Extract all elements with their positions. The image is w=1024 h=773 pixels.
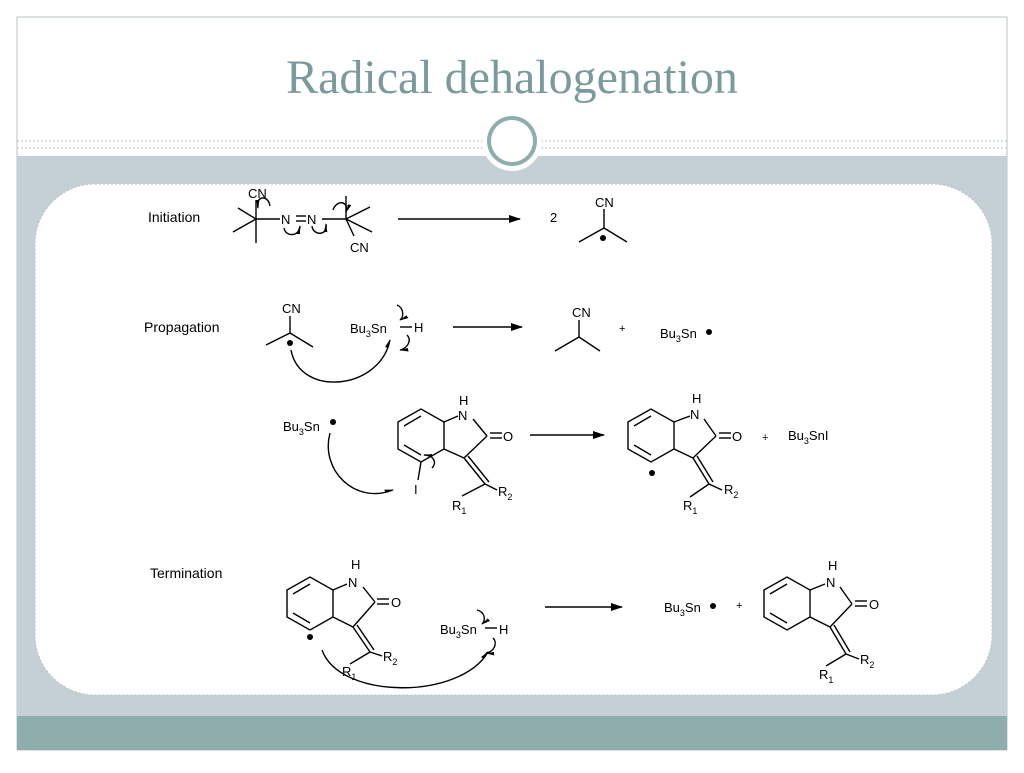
term-product-nh-h: H — [828, 558, 837, 573]
termination-curved-arrow-1 — [321, 649, 489, 689]
azo-n-2: N — [307, 212, 316, 227]
iodo-nh-h: H — [459, 393, 468, 408]
termination-curved-arrow-3 — [485, 637, 496, 656]
stoichiometric-coefficient: 2 — [550, 210, 557, 225]
initiator-cn-bottom: CN — [350, 240, 369, 255]
radical-dot-tin-2 — [330, 419, 336, 425]
prop-radical-cn: CN — [282, 301, 301, 316]
propagation-curved-arrow-3 — [399, 334, 410, 352]
termination-oxindole-product-structure — [763, 576, 867, 667]
termination-oxindole-radical-structure — [286, 576, 389, 665]
radical-cn: CN — [595, 195, 614, 210]
term-tin-hydride-h: H — [499, 622, 508, 637]
tin-radical-1: Bu3Sn — [660, 326, 697, 344]
isobutyronitrile-structure — [554, 320, 601, 352]
radical-dot-termination-oxindole — [307, 634, 313, 640]
iodo-n: N — [458, 408, 467, 423]
footer-bar — [17, 716, 1007, 750]
title-ornament-inner — [491, 120, 533, 162]
term-product-r1: R1 — [819, 667, 833, 685]
propagation-curved-arrow-5 — [423, 454, 436, 469]
radical-dot-oxindole — [649, 470, 655, 476]
tin-hydride-h: H — [414, 320, 423, 335]
azo-initiator-structure — [232, 196, 373, 243]
term-tin-radical: Bu3Sn — [664, 600, 701, 618]
oxindole-nh-h: H — [692, 391, 701, 406]
term-r1: R1 — [342, 664, 356, 682]
slide-title: Radical dehalogenation — [286, 51, 738, 104]
label-initiation: Initiation — [148, 209, 200, 225]
plus-sign-1: + — [619, 323, 625, 335]
oxindole-r2: R2 — [724, 482, 738, 500]
propagation-curved-arrow-2 — [396, 304, 409, 321]
azo-n-1: N — [281, 212, 290, 227]
iodo-o: O — [503, 429, 513, 444]
termination-curved-arrow-2 — [476, 609, 491, 625]
product-cn: CN — [572, 305, 591, 320]
term-nh-h: H — [351, 557, 360, 572]
plus-sign-2: + — [762, 432, 768, 444]
term-product-r2: R2 — [860, 652, 874, 670]
radical-dot-termination-tin — [710, 603, 716, 609]
initiator-cn-top: CN — [248, 186, 267, 201]
radical-dot-initiation — [600, 235, 606, 241]
term-tin-hydride: Bu3Sn — [440, 622, 477, 640]
term-r2: R2 — [383, 649, 397, 667]
term-product-n: N — [826, 575, 835, 590]
propagation-curved-arrow-4 — [327, 432, 394, 495]
propagation-curved-arrow-1 — [290, 339, 391, 383]
oxindole-radical-structure — [627, 408, 731, 498]
term-product-o: O — [869, 597, 879, 612]
label-termination: Termination — [150, 565, 222, 581]
plus-sign-3: + — [736, 600, 742, 612]
isobutyronitrile-radical-structure — [578, 209, 628, 243]
label-propagation: Propagation — [144, 319, 220, 335]
radical-dot-tin-1 — [706, 329, 712, 335]
iodo-r1: R1 — [452, 498, 466, 516]
tin-iodide: Bu3SnI — [788, 428, 828, 446]
oxindole-o: O — [732, 429, 742, 444]
iodo-r2: R2 — [498, 484, 512, 502]
content-panel — [34, 183, 993, 696]
propagation-radical-structure — [265, 316, 314, 348]
oxindole-r1: R1 — [683, 498, 697, 516]
tin-radical-2: Bu3Sn — [283, 419, 320, 437]
iodo-oxindole-structure — [397, 408, 502, 497]
term-n: N — [348, 575, 357, 590]
oxindole-n: N — [690, 407, 699, 422]
tin-hydride-bu: Bu3Sn — [350, 321, 387, 339]
radical-dot-propagation — [287, 340, 293, 346]
term-o: O — [391, 595, 401, 610]
iodo-i: I — [414, 482, 418, 497]
